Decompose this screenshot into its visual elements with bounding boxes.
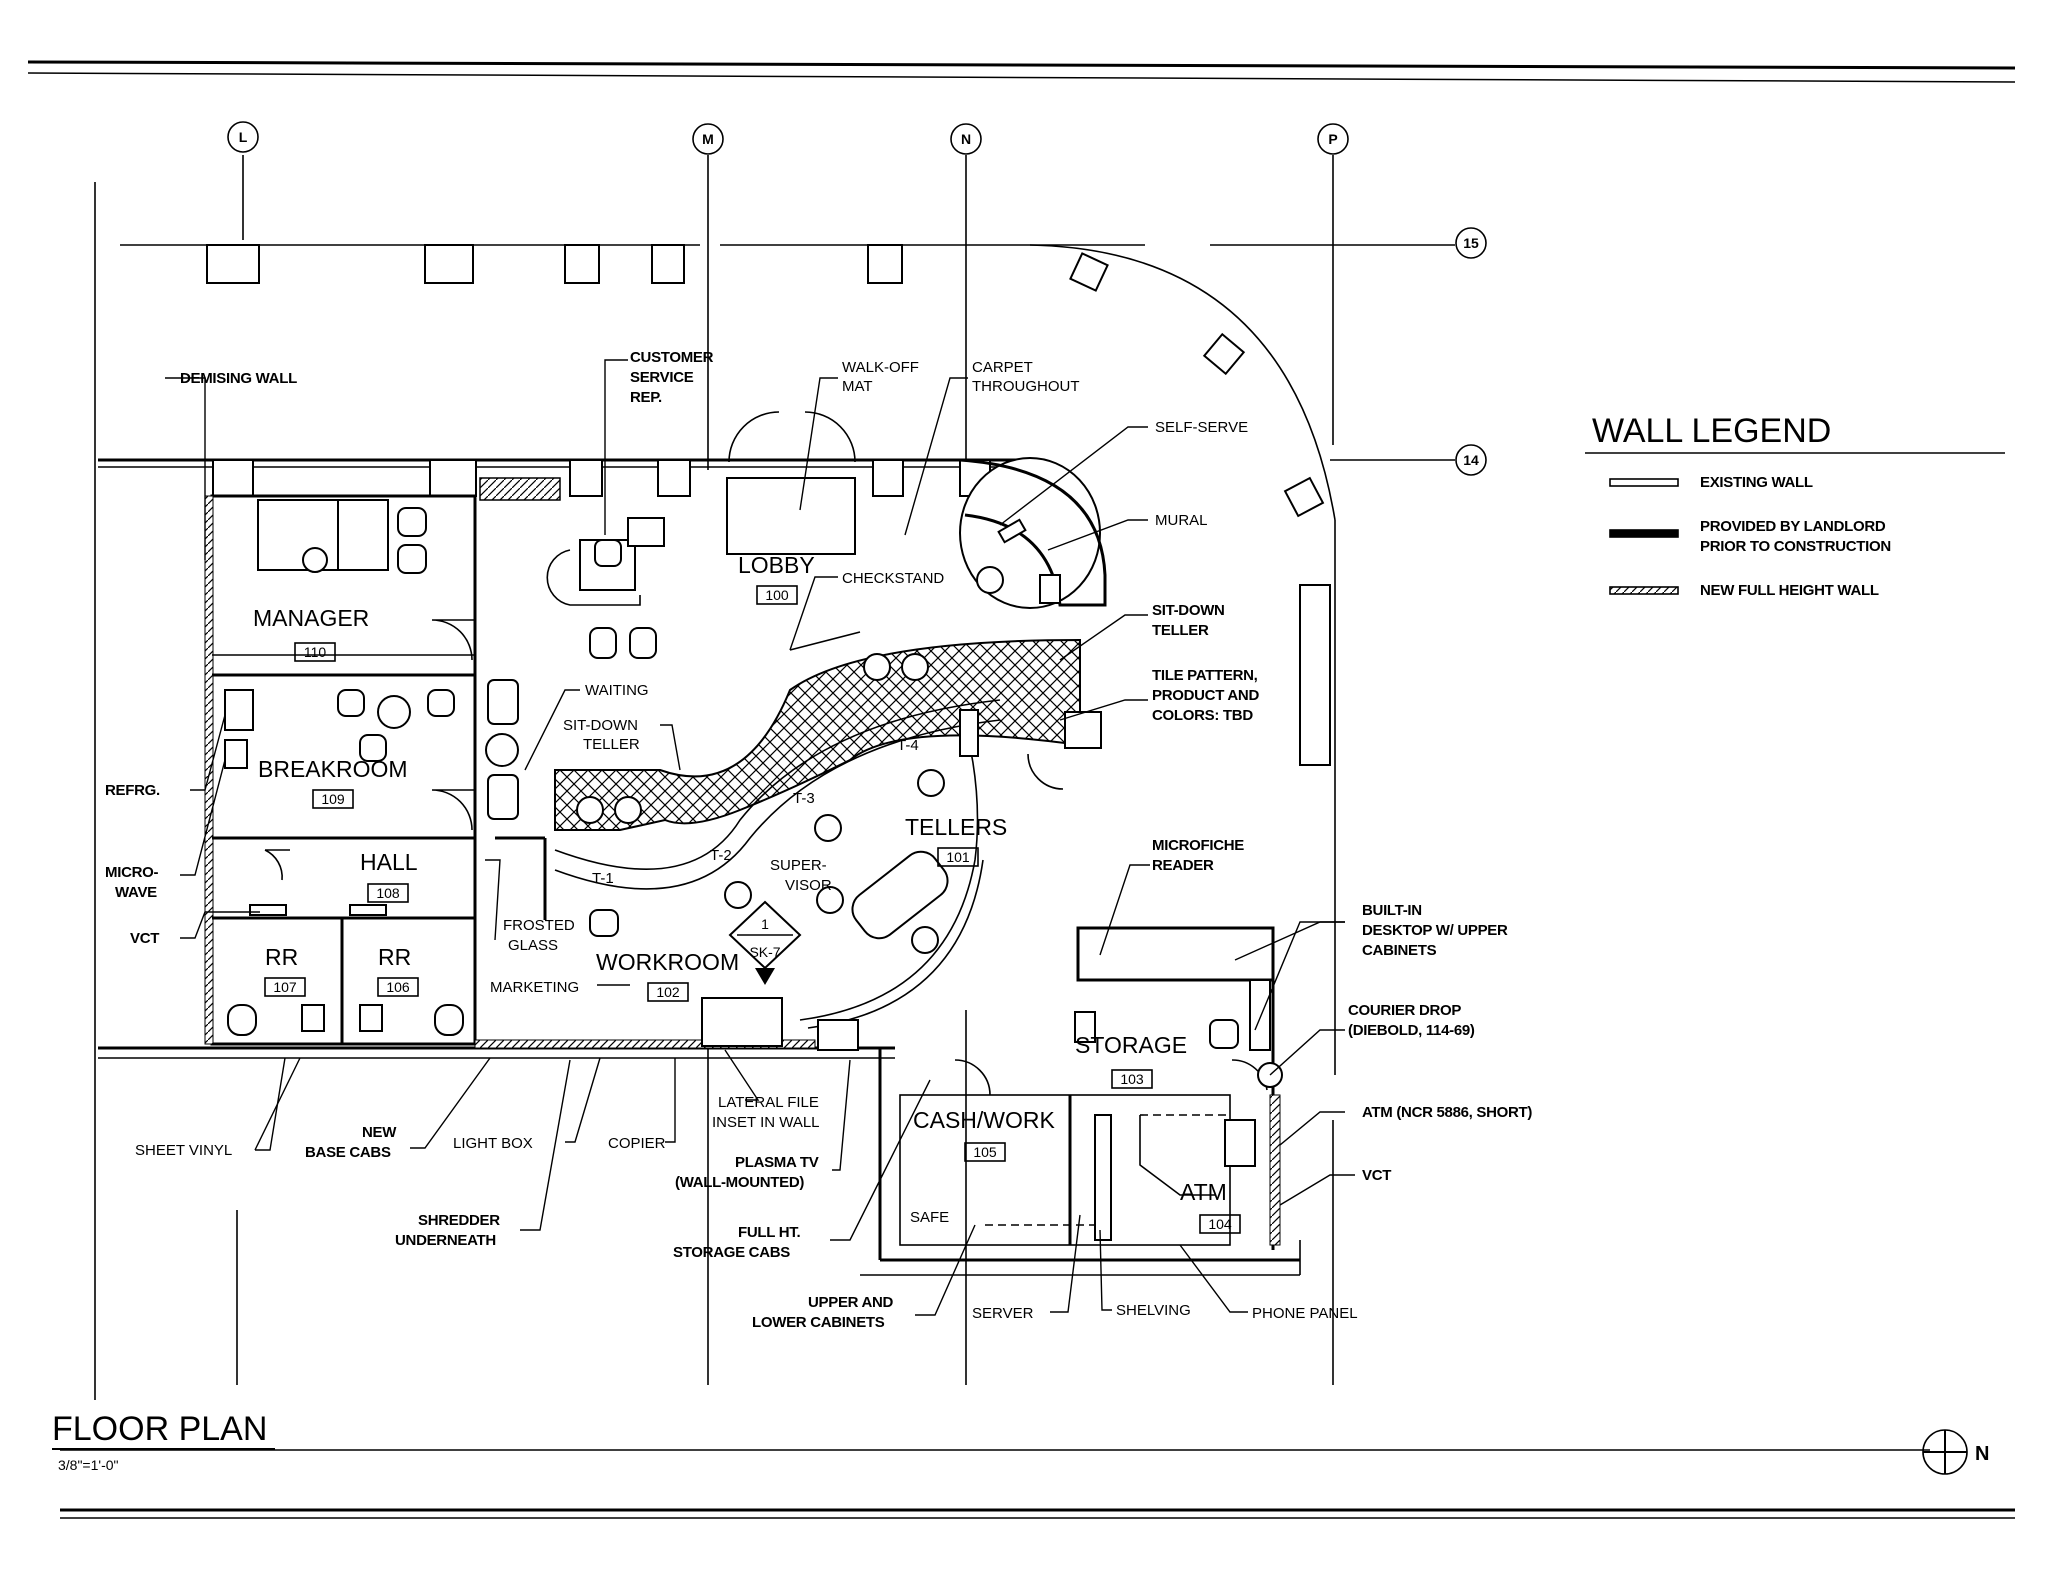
legend-item-existing: EXISTING WALL — [1700, 474, 1813, 491]
room-name: WORKROOM — [596, 949, 739, 975]
callout-plasma-tv: PLASMA TV(WALL-MOUNTED) — [675, 1154, 819, 1191]
callout-safe: SAFE — [910, 1209, 949, 1226]
room-number: 107 — [273, 979, 297, 995]
room-name: RR — [265, 944, 298, 970]
title-block: FLOOR PLAN 3/8"=1'-0" — [52, 1410, 275, 1473]
callout-self-serve: SELF-SERVE — [1155, 419, 1248, 436]
callout-refrig: REFRG. — [105, 782, 160, 799]
grid-label-l: L — [239, 129, 248, 145]
room-number: 105 — [973, 1144, 997, 1160]
grid-label-m: M — [702, 131, 714, 147]
drawing-title: FLOOR PLAN — [52, 1410, 267, 1448]
section-sheet: SK-7 — [749, 944, 780, 960]
room-number: 104 — [1208, 1216, 1232, 1232]
callout-waiting: WAITING — [585, 682, 649, 699]
callout-light-box: LIGHT BOX — [453, 1135, 533, 1152]
room-number: 103 — [1120, 1071, 1144, 1087]
section-number: 1 — [761, 916, 769, 932]
teller-stations: T-1 T-2 T-3 T-4 — [592, 737, 919, 887]
callout-mural: MURAL — [1155, 512, 1208, 529]
room-number: 109 — [321, 791, 345, 807]
sheet-border — [27, 60, 2016, 1519]
callout-copier: COPIER — [608, 1135, 666, 1152]
teller-area — [554, 457, 1107, 954]
callout-shelving: SHELVING — [1116, 1302, 1191, 1319]
teller-station-label: T-4 — [897, 737, 919, 754]
legend-item-new-wall: NEW FULL HEIGHT WALL — [1700, 582, 1879, 599]
callout-supervisor: SUPER-VISOR — [770, 857, 832, 894]
grid-label-14: 14 — [1463, 452, 1479, 468]
room-name: ATM — [1180, 1179, 1227, 1205]
grid-row-bubbles: 15 14 — [1455, 227, 1487, 476]
callout-courier-drop: COURIER DROP(DIEBOLD, 114-69) — [1348, 1002, 1475, 1039]
room-number: 101 — [946, 849, 970, 865]
room-number: 100 — [765, 587, 789, 603]
teller-station-label: T-1 — [592, 870, 614, 887]
callout-demising-wall: DEMISING WALL — [180, 370, 297, 387]
room-number: 108 — [376, 885, 400, 901]
room-furniture — [212, 411, 1283, 1167]
grid-column-bubbles: L M N P — [227, 121, 1349, 155]
callout-server: SERVER — [972, 1305, 1034, 1322]
room-name: HALL — [360, 849, 418, 875]
room-name: MANAGER — [253, 605, 369, 631]
grid-label-15: 15 — [1463, 235, 1479, 251]
teller-station-label: T-2 — [710, 847, 732, 864]
callout-sheet-vinyl: SHEET VINYL — [135, 1142, 232, 1159]
callout-atm-ncr: ATM (NCR 5886, SHORT) — [1362, 1104, 1532, 1121]
north-arrow-icon: N — [1922, 1429, 1989, 1475]
north-label: N — [1975, 1443, 1989, 1465]
room-number: 110 — [304, 644, 327, 660]
wall-legend: WALL LEGEND EXISTING WALL PROVIDED BY LA… — [1585, 412, 2005, 599]
room-name: TELLERS — [905, 814, 1007, 840]
room-number: 106 — [386, 979, 410, 995]
callout-microwave: MICRO-WAVE — [105, 864, 158, 901]
callout-marketing: MARKETING — [490, 979, 579, 996]
grid-lines — [94, 155, 1455, 1400]
callout-checkstand: CHECKSTAND — [842, 570, 944, 587]
interior-walls — [98, 458, 1336, 1276]
room-name: RR — [378, 944, 411, 970]
room-number: 102 — [656, 984, 680, 1000]
callout-vct-left: VCT — [130, 930, 159, 947]
teller-station-label: T-3 — [793, 790, 815, 807]
room-name: BREAKROOM — [258, 756, 408, 782]
grid-label-n: N — [961, 131, 971, 147]
room-name: STORAGE — [1075, 1032, 1187, 1058]
callout-full-ht-storage: FULL HT.STORAGE CABS — [673, 1224, 800, 1261]
grid-label-p: P — [1328, 131, 1337, 147]
section-marker: 1 SK-7 — [728, 900, 802, 985]
callout-vct-right: VCT — [1362, 1167, 1391, 1184]
callout-leaders — [165, 359, 1355, 1316]
legend-title: WALL LEGEND — [1592, 412, 1831, 450]
drawing-scale: 3/8"=1'-0" — [58, 1457, 119, 1473]
room-name: LOBBY — [738, 552, 815, 578]
callout-phone-panel: PHONE PANEL — [1252, 1305, 1358, 1322]
room-name: CASH/WORK — [913, 1107, 1056, 1133]
exterior-columns — [120, 244, 1336, 521]
room-labels: MANAGER 110 BREAKROOM 109 HALL 108 RR 10… — [253, 552, 1241, 1234]
